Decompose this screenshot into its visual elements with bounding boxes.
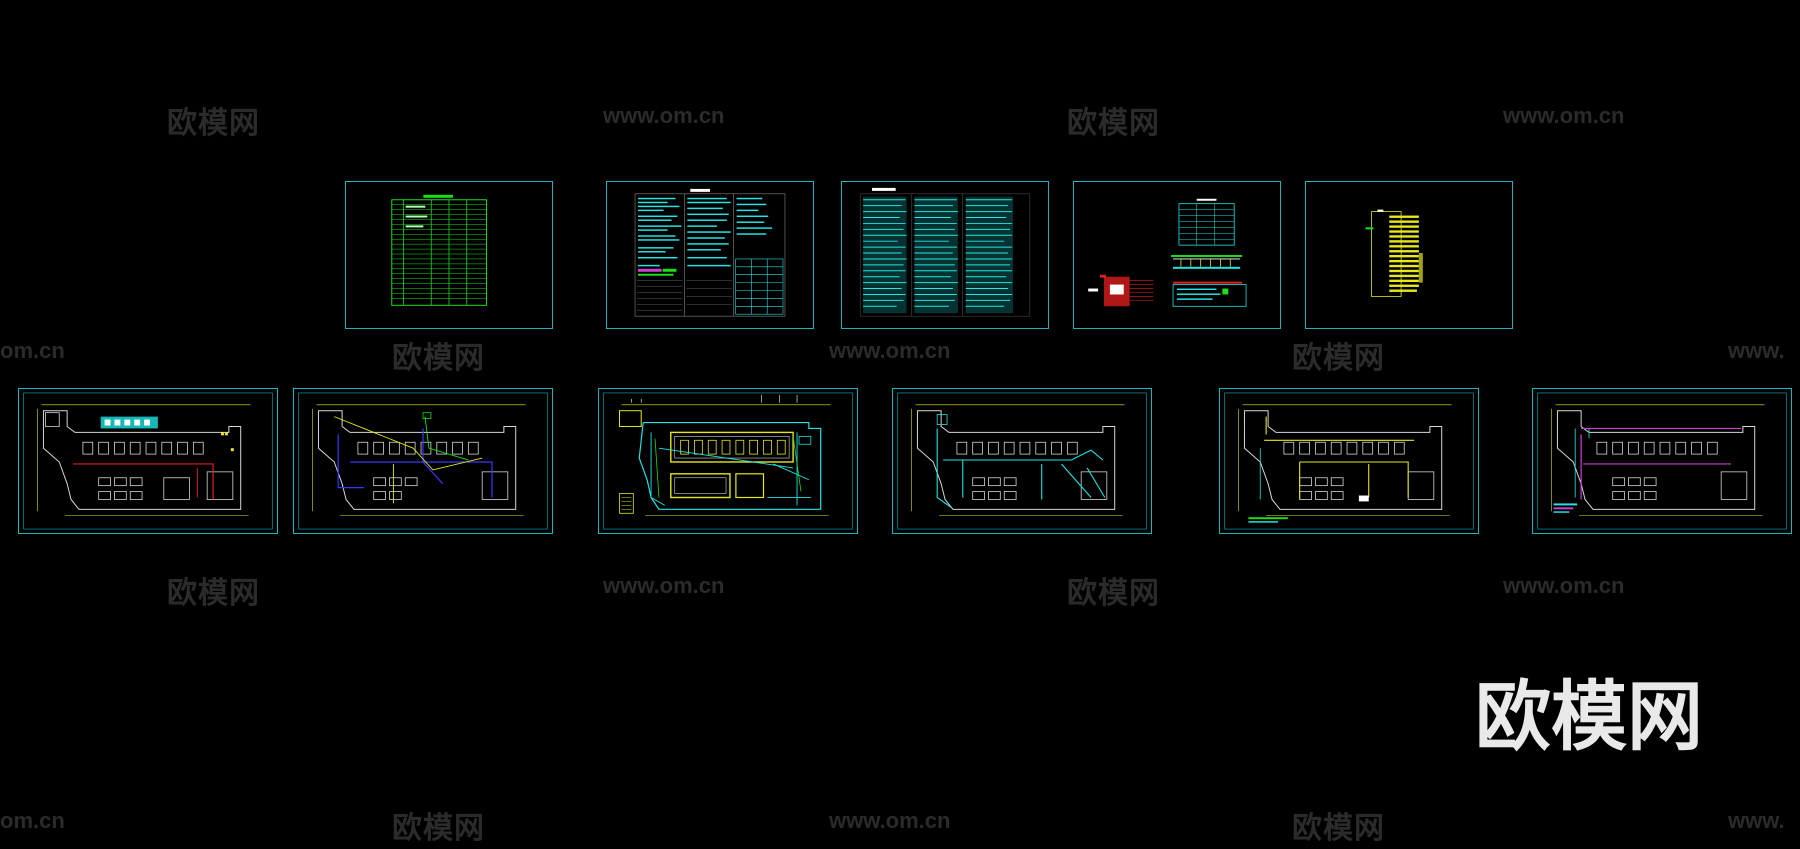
floor-plan-1[interactable]	[18, 388, 278, 534]
floor-plan-2-drawing	[298, 392, 548, 530]
floor-plan-1-drawing	[23, 392, 273, 530]
watermark-brand: 欧模网	[167, 577, 260, 610]
drawing-index-sheet[interactable]	[345, 181, 553, 329]
system-diagram	[1088, 198, 1247, 307]
watermark-url: www.om.cn	[603, 573, 725, 598]
floor-plan-6-drawing	[1537, 392, 1787, 530]
riser-diagram-sheet[interactable]	[1305, 181, 1513, 329]
design-notes-text	[634, 188, 786, 317]
watermark-url-partial: www.	[1728, 338, 1785, 363]
watermark-url-partial: om.cn	[0, 338, 65, 363]
watermark-brand: 欧模网	[392, 342, 485, 375]
design-notes-sheet[interactable]	[606, 181, 814, 329]
watermark-brand: 欧模网	[167, 107, 260, 140]
floor-plan-4-drawing	[897, 392, 1147, 530]
riser-diagram	[1365, 209, 1423, 297]
floor-plan-2[interactable]	[293, 388, 553, 534]
floor-plan-5-drawing	[1224, 392, 1474, 530]
specification-sheet[interactable]	[841, 181, 1049, 329]
specification-text	[859, 187, 1031, 317]
watermark-brand: 欧模网	[1067, 107, 1160, 140]
watermark-url: www.om.cn	[1503, 103, 1625, 128]
watermark-url: www.om.cn	[1503, 573, 1625, 598]
watermark-url-partial: www.	[1728, 808, 1785, 833]
brand-logo: 欧模网	[1475, 672, 1703, 761]
watermark-url-partial: om.cn	[0, 808, 65, 833]
watermark-brand: 欧模网	[1067, 577, 1160, 610]
floor-plan-3[interactable]	[598, 388, 858, 534]
watermark-brand: 欧模网	[1292, 342, 1385, 375]
watermark-url: www.om.cn	[829, 338, 951, 363]
watermark-brand: 欧模网	[392, 812, 485, 845]
watermark-url: www.om.cn	[603, 103, 725, 128]
watermark-brand: 欧模网	[1292, 812, 1385, 845]
floor-plan-6[interactable]	[1532, 388, 1792, 534]
watermark-url: www.om.cn	[829, 808, 951, 833]
floor-plan-3-drawing	[603, 392, 853, 530]
floor-plan-4[interactable]	[892, 388, 1152, 534]
drawing-index-table	[391, 194, 487, 306]
floor-plan-5[interactable]	[1219, 388, 1479, 534]
system-diagram-sheet[interactable]	[1073, 181, 1281, 329]
